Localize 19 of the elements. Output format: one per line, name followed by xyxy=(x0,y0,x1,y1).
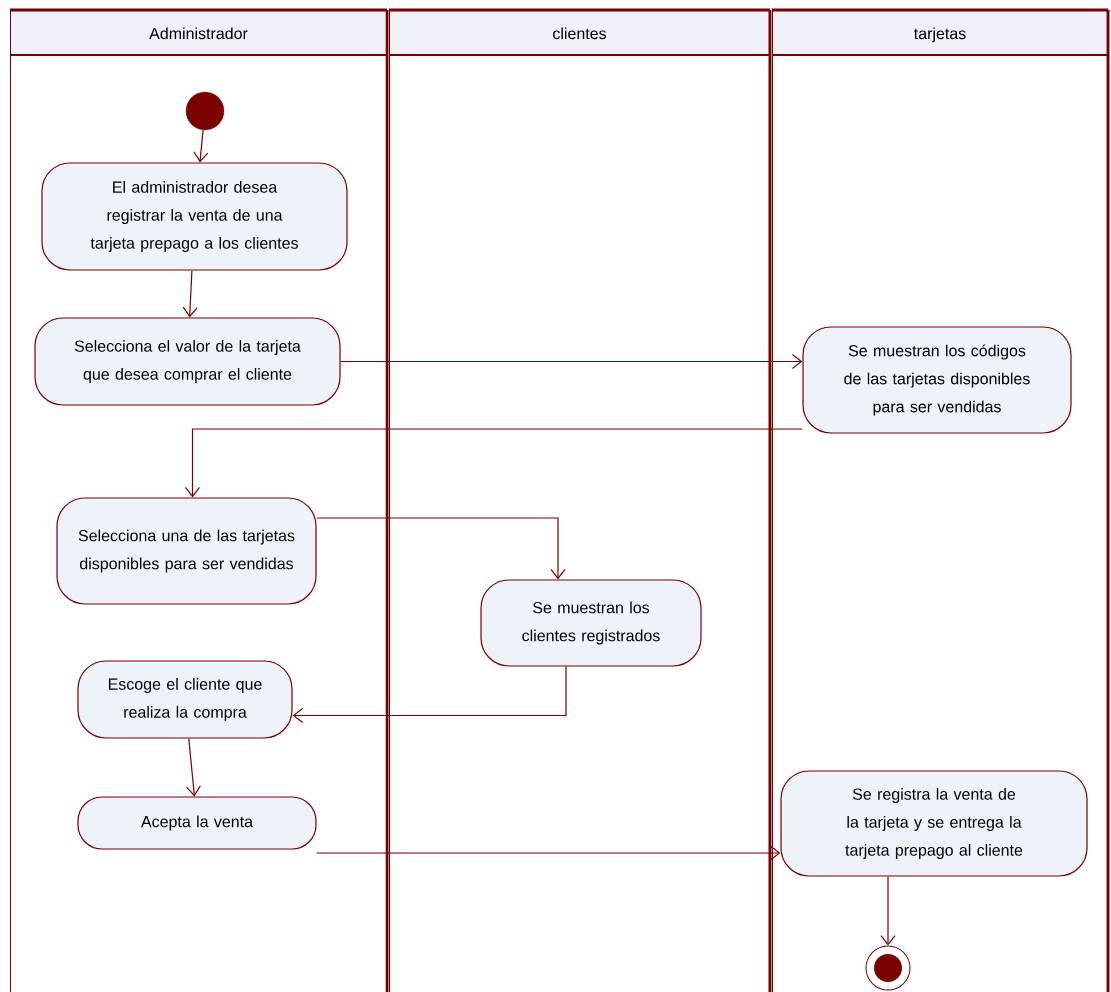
arrow xyxy=(316,517,566,580)
activity-box: Selecciona el valor de la tarjeta que desea comprar el cliente xyxy=(34,317,341,406)
arrow xyxy=(316,845,781,861)
activity-box: Acepta la venta xyxy=(77,796,317,850)
activity-box: El administrador desea registrar la venta de una tarjeta prepago a los clientes xyxy=(41,162,348,271)
activity-box: Se muestran los códigos de las tarjetas disponibles para ser vendidas xyxy=(802,326,1072,434)
arrow xyxy=(184,428,803,498)
arrow xyxy=(182,270,198,318)
start-node xyxy=(185,91,225,131)
arrow xyxy=(292,666,567,724)
arrow xyxy=(340,353,803,370)
end-node xyxy=(865,945,911,991)
arrow xyxy=(185,738,201,797)
activity-box: Se muestran los clientes registrados xyxy=(480,579,702,667)
activity-box: Escoge el cliente que realiza la compra xyxy=(77,660,293,739)
activity-box: Se registra la venta de la tarjeta y se entrega la tarjeta prepago al cliente xyxy=(780,770,1088,877)
activity-box: Selecciona una de las tarjetas disponibles para ser vendidas xyxy=(56,497,317,605)
arrow xyxy=(193,129,209,163)
arrow xyxy=(880,876,896,946)
